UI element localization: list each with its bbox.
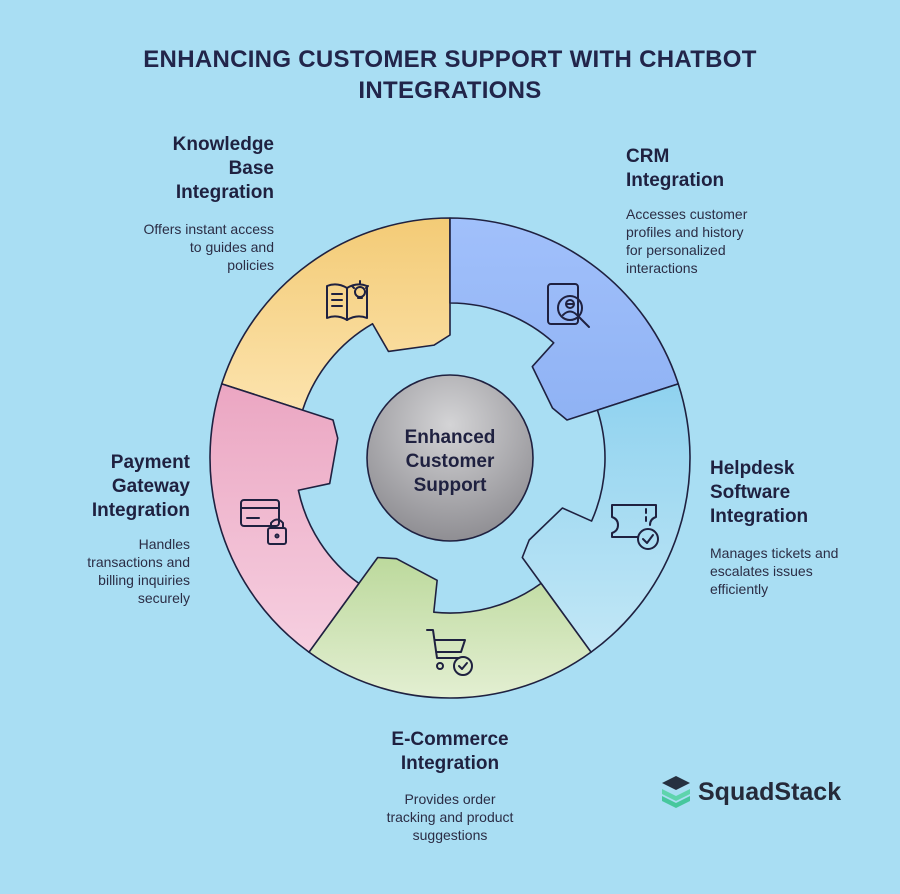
book-lightbulb-icon (326, 280, 369, 321)
knowledge-base-description: Offers instant access to guides and poli… (143, 221, 274, 273)
center-label: Enhanced Customer Support (404, 427, 496, 496)
squadstack-logo-icon (662, 776, 690, 808)
ecommerce-label: E-Commerce Integration (391, 729, 509, 774)
helpdesk-label: Helpdesk Software Integration (710, 458, 809, 527)
center-hub (366, 374, 534, 542)
helpdesk-segment (521, 383, 691, 653)
ticket-check-icon (611, 504, 659, 550)
ecommerce-segment (308, 556, 592, 699)
brand-name: SquadStack (698, 778, 842, 806)
helpdesk-description: Manages tickets and escalates issues eff… (710, 545, 839, 597)
profile-search-icon (547, 283, 590, 328)
diagram-title: ENHANCING CUSTOMER SUPPORT WITH CHATBOT … (143, 46, 757, 104)
payment-segment (209, 383, 360, 653)
card-lock-icon (240, 499, 287, 545)
knowledge-base-segment (220, 217, 451, 411)
knowledge-base-label: Knowledge Base Integration (172, 134, 274, 203)
ecommerce-description: Provides order tracking and product sugg… (386, 791, 514, 843)
payment-gateway-description: Handles transactions and billing inquiri… (87, 536, 190, 606)
payment-gateway-label: Payment Gateway Integration (91, 452, 190, 521)
cart-check-icon (426, 629, 473, 676)
crm-label: CRM Integration (626, 146, 725, 191)
crm-description: Accesses customer profiles and history f… (626, 206, 748, 276)
